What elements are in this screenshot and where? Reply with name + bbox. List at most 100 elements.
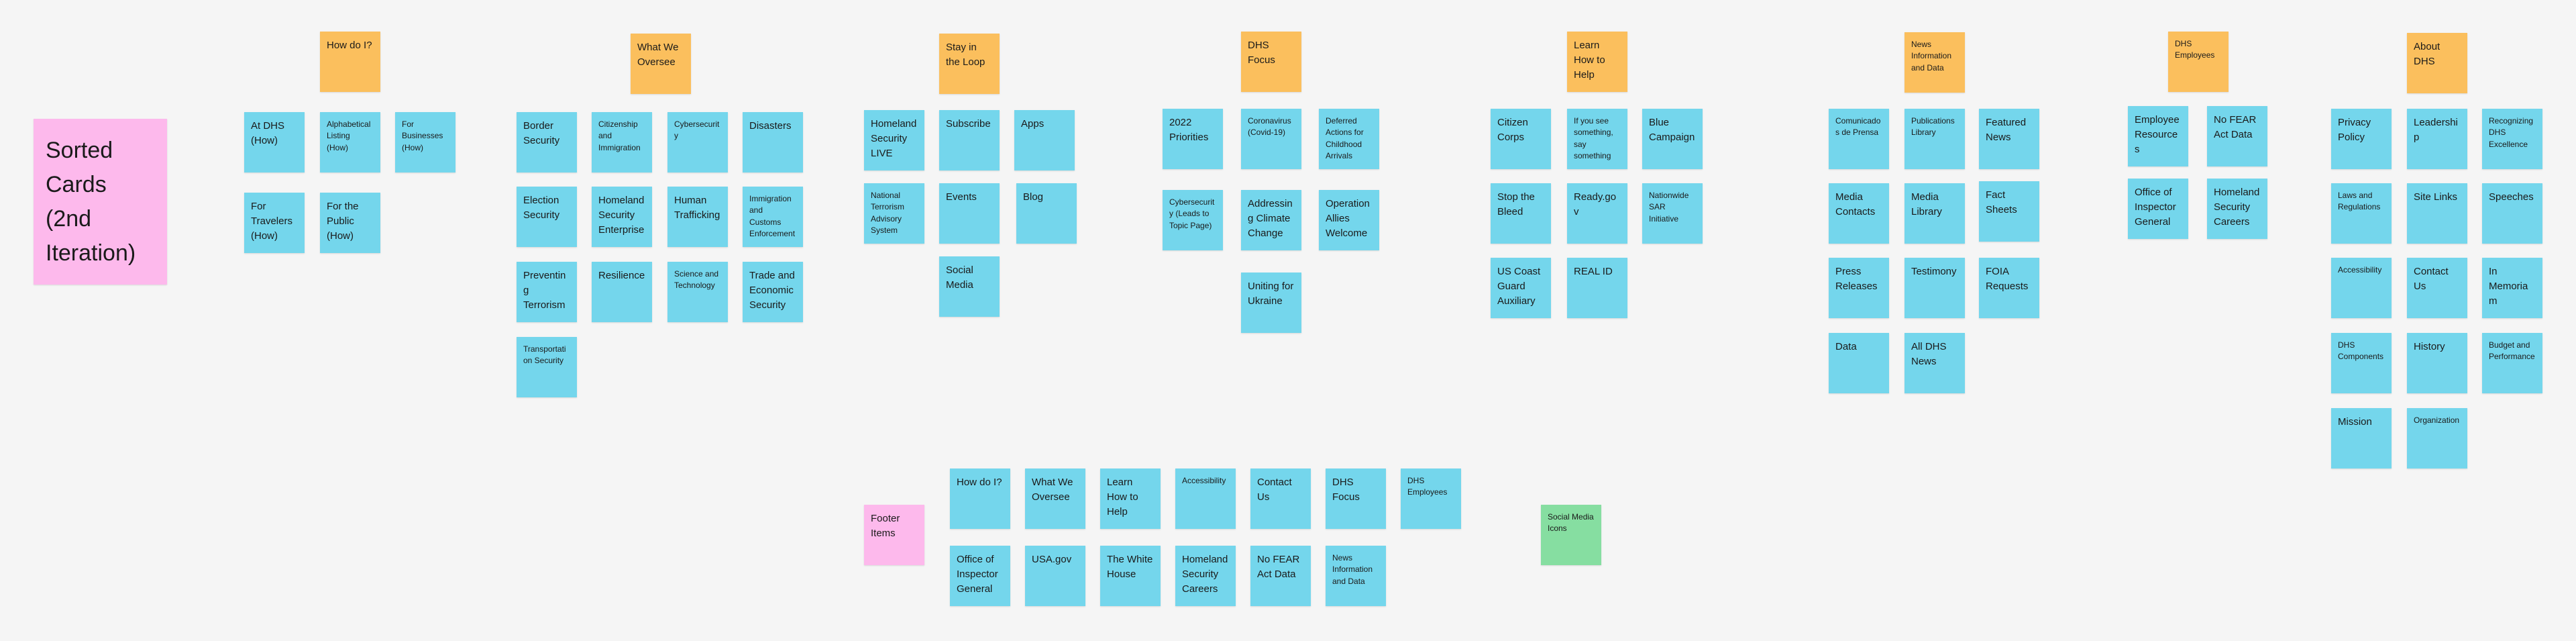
- header-about-dhs[interactable]: About DHS: [2407, 33, 2467, 93]
- card-cybersecurity-topic[interactable]: Cybersecurity (Leads to Topic Page): [1163, 190, 1223, 250]
- card-homeland-security-enterprise[interactable]: Homeland Security Enterprise: [592, 187, 652, 247]
- card-publications-library[interactable]: Publications Library: [1904, 109, 1965, 169]
- card-for-travelers[interactable]: For Travelers (How): [244, 193, 305, 253]
- card-blue-campaign[interactable]: Blue Campaign: [1642, 109, 1703, 169]
- card-leadership[interactable]: Leadership: [2407, 109, 2467, 169]
- card-border-security[interactable]: Border Security: [517, 112, 577, 172]
- footer-card-learn-how-to-help[interactable]: Learn How to Help: [1100, 469, 1161, 529]
- card-real-id[interactable]: REAL ID: [1567, 258, 1627, 318]
- header-stay-in-the-loop[interactable]: Stay in the Loop: [939, 34, 1000, 94]
- header-news-info-data[interactable]: News Information and Data: [1904, 32, 1965, 93]
- card-see-something-say-something[interactable]: If you see something, say something: [1567, 109, 1627, 169]
- card-coronavirus[interactable]: Coronavirus (Covid-19): [1241, 109, 1301, 169]
- card-resilience[interactable]: Resilience: [592, 262, 652, 322]
- footer-card-office-inspector-general[interactable]: Office of Inspector General: [950, 546, 1010, 606]
- footer-card-no-fear-act-data[interactable]: No FEAR Act Data: [1250, 546, 1311, 606]
- header-dhs-employees[interactable]: DHS Employees: [2168, 32, 2229, 92]
- card-data[interactable]: Data: [1829, 333, 1889, 393]
- card-employee-resources[interactable]: Employee Resources: [2128, 106, 2188, 166]
- card-label: Media Contacts: [1835, 191, 1876, 217]
- card-apps[interactable]: Apps: [1014, 110, 1075, 170]
- footer-card-how-do-i[interactable]: How do I?: [950, 469, 1010, 529]
- header-learn-how-to-help[interactable]: Learn How to Help: [1567, 32, 1627, 92]
- card-label: Trade and Economic Security: [749, 270, 795, 311]
- card-media-contacts[interactable]: Media Contacts: [1829, 183, 1889, 244]
- card-citizenship-immigration[interactable]: Citizenship and Immigration: [592, 112, 652, 172]
- card-transportation-security[interactable]: Transportation Security: [517, 337, 577, 397]
- card-label: Press Releases: [1835, 266, 1878, 292]
- card-preventing-terrorism[interactable]: Preventing Terrorism: [517, 262, 577, 322]
- card-budget-performance[interactable]: Budget and Performance: [2482, 333, 2542, 393]
- card-label: History: [2414, 341, 2445, 352]
- card-immigration-customs[interactable]: Immigration and Customs Enforcement: [743, 187, 803, 247]
- card-climate-change[interactable]: Addressing Climate Change: [1241, 190, 1301, 250]
- card-organization[interactable]: Organization: [2407, 408, 2467, 469]
- card-office-inspector-general[interactable]: Office of Inspector General: [2128, 179, 2188, 239]
- card-homeland-security-live[interactable]: Homeland Security LIVE: [864, 110, 924, 170]
- card-in-memoriam[interactable]: In Memoriam: [2482, 258, 2542, 318]
- card-media-library[interactable]: Media Library: [1904, 183, 1965, 244]
- card-blog[interactable]: Blog: [1016, 183, 1077, 244]
- card-science-technology[interactable]: Science and Technology: [667, 262, 728, 322]
- card-press-releases[interactable]: Press Releases: [1829, 258, 1889, 318]
- card-homeland-security-careers[interactable]: Homeland Security Careers: [2207, 179, 2267, 239]
- card-disasters[interactable]: Disasters: [743, 112, 803, 172]
- card-all-dhs-news[interactable]: All DHS News: [1904, 333, 1965, 393]
- card-no-fear-act-data[interactable]: No FEAR Act Data: [2207, 106, 2267, 166]
- footer-card-what-we-oversee[interactable]: What We Oversee: [1025, 469, 1085, 529]
- card-label: Budget and Performance: [2489, 340, 2535, 362]
- card-cybersecurity[interactable]: Cybersecurity: [667, 112, 728, 172]
- card-nationwide-sar[interactable]: Nationwide SAR Initiative: [1642, 183, 1703, 244]
- footer-card-dhs-employees[interactable]: DHS Employees: [1401, 469, 1461, 529]
- card-accessibility[interactable]: Accessibility: [2331, 258, 2392, 318]
- card-stop-the-bleed[interactable]: Stop the Bleed: [1491, 183, 1551, 244]
- header-how-do-i[interactable]: How do I?: [320, 32, 380, 92]
- card-for-businesses[interactable]: For Businesses (How): [395, 112, 455, 172]
- card-events[interactable]: Events: [939, 183, 1000, 244]
- card-coast-guard-auxiliary[interactable]: US Coast Guard Auxiliary: [1491, 258, 1551, 318]
- card-speeches[interactable]: Speeches: [2482, 183, 2542, 244]
- footer-card-homeland-security-careers[interactable]: Homeland Security Careers: [1175, 546, 1236, 606]
- card-national-terrorism-advisory[interactable]: National Terrorism Advisory System: [864, 183, 924, 244]
- card-contact-us[interactable]: Contact Us: [2407, 258, 2467, 318]
- card-subscribe[interactable]: Subscribe: [939, 110, 1000, 170]
- footer-card-social-media-icons[interactable]: Social Media Icons: [1541, 505, 1601, 565]
- card-alphabetical-listing[interactable]: Alphabetical Listing (How): [320, 112, 380, 172]
- card-human-trafficking[interactable]: Human Trafficking: [667, 187, 728, 247]
- card-recognizing-dhs-excellence[interactable]: Recognizing DHS Excellence: [2482, 109, 2542, 169]
- card-comunicados-de-prensa[interactable]: Comunicados de Prensa: [1829, 109, 1889, 169]
- card-2022-priorities[interactable]: 2022 Priorities: [1163, 109, 1223, 169]
- card-site-links[interactable]: Site Links: [2407, 183, 2467, 244]
- header-what-we-oversee[interactable]: What We Oversee: [631, 34, 691, 94]
- header-dhs-focus[interactable]: DHS Focus: [1241, 32, 1301, 92]
- card-label: Ready.gov: [1574, 191, 1617, 217]
- card-fact-sheets[interactable]: Fact Sheets: [1979, 181, 2039, 242]
- card-at-dhs[interactable]: At DHS (How): [244, 112, 305, 172]
- board-title-card[interactable]: Sorted Cards (2nd Iteration): [34, 119, 167, 285]
- footer-items-label[interactable]: Footer Items: [864, 505, 924, 565]
- card-ready-gov[interactable]: Ready.gov: [1567, 183, 1627, 244]
- footer-card-accessibility[interactable]: Accessibility: [1175, 469, 1236, 529]
- card-foia-requests[interactable]: FOIA Requests: [1979, 258, 2039, 318]
- card-election-security[interactable]: Election Security: [517, 187, 577, 247]
- footer-card-dhs-focus[interactable]: DHS Focus: [1326, 469, 1386, 529]
- card-history[interactable]: History: [2407, 333, 2467, 393]
- card-uniting-for-ukraine[interactable]: Uniting for Ukraine: [1241, 273, 1301, 333]
- card-social-media[interactable]: Social Media: [939, 256, 1000, 317]
- card-operation-allies-welcome[interactable]: Operation Allies Welcome: [1319, 190, 1379, 250]
- card-for-public[interactable]: For the Public (How): [320, 193, 380, 253]
- card-trade-economic-security[interactable]: Trade and Economic Security: [743, 262, 803, 322]
- card-citizen-corps[interactable]: Citizen Corps: [1491, 109, 1551, 169]
- card-privacy-policy[interactable]: Privacy Policy: [2331, 109, 2392, 169]
- card-label: DHS Focus: [1332, 477, 1360, 503]
- card-laws-regulations[interactable]: Laws and Regulations: [2331, 183, 2392, 244]
- footer-card-white-house[interactable]: The White House: [1100, 546, 1161, 606]
- footer-card-news-info-data[interactable]: News Information and Data: [1326, 546, 1386, 606]
- card-dhs-components[interactable]: DHS Components: [2331, 333, 2392, 393]
- card-deferred-actions[interactable]: Deferred Actions for Childhood Arrivals: [1319, 109, 1379, 169]
- footer-card-contact-us[interactable]: Contact Us: [1250, 469, 1311, 529]
- footer-card-usa-gov[interactable]: USA.gov: [1025, 546, 1085, 606]
- card-mission[interactable]: Mission: [2331, 408, 2392, 469]
- card-testimony[interactable]: Testimony: [1904, 258, 1965, 318]
- card-featured-news[interactable]: Featured News: [1979, 109, 2039, 169]
